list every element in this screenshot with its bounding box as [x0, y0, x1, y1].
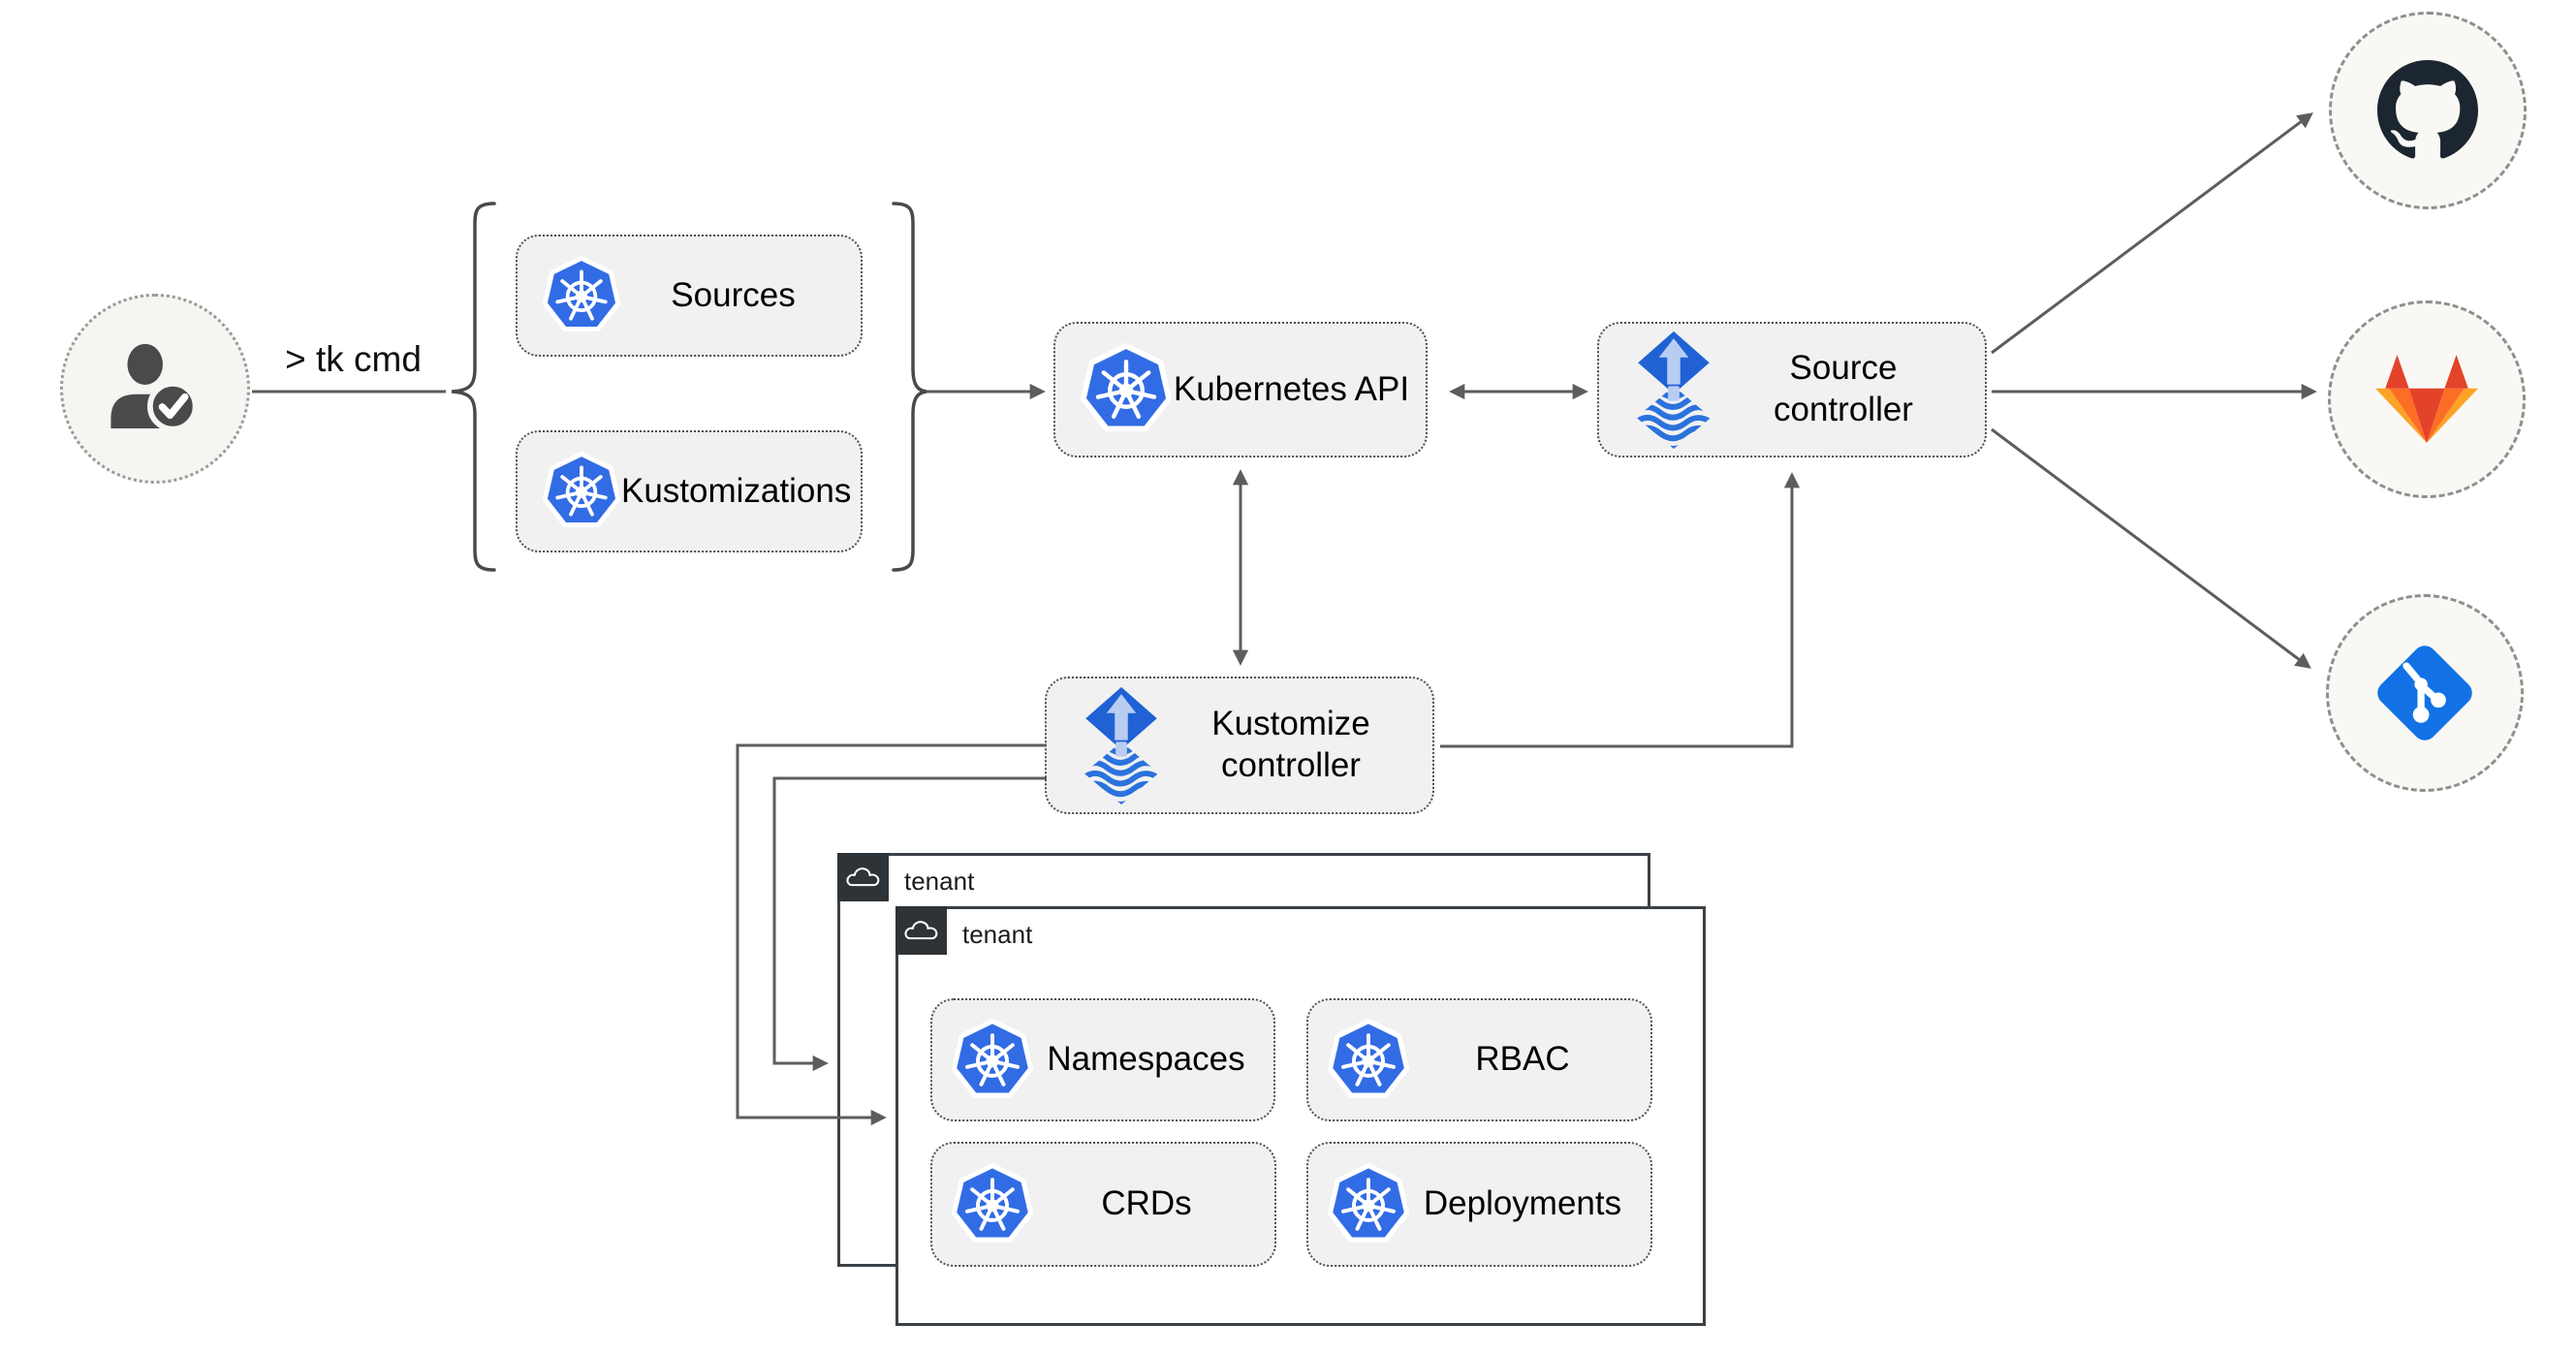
kustomizations-node: Kustomizations: [516, 430, 863, 552]
right-brace: [892, 202, 927, 572]
rbac-label: RBAC: [1475, 1040, 1570, 1079]
deployments-node: Deployments: [1306, 1142, 1652, 1267]
deployments-label: Deployments: [1423, 1184, 1622, 1223]
user-node: [60, 294, 250, 484]
sources-node: Sources: [516, 235, 863, 357]
user-check-icon: [100, 333, 210, 444]
sources-label: Sources: [671, 275, 796, 314]
tenant-tab: [895, 906, 947, 955]
kubernetes-icon: [1327, 1162, 1410, 1246]
kubernetes-icon: [951, 1018, 1034, 1102]
cloud-icon: [845, 864, 882, 891]
tenant-tab: [837, 853, 889, 901]
kubernetes-icon: [1080, 343, 1173, 436]
edge-kustomize-to-source-controller: [1440, 472, 1801, 748]
left-brace: [451, 202, 496, 572]
gitlab-icon: [2375, 352, 2478, 447]
kubernetes-icon: [542, 256, 621, 335]
crds-node: CRDs: [930, 1142, 1276, 1267]
kubernetes-icon: [542, 452, 621, 531]
git-node: [2326, 594, 2524, 792]
cloud-icon: [903, 917, 940, 944]
kustomize-controller-label: Kustomize controller: [1211, 705, 1370, 784]
gitlab-node: [2328, 300, 2526, 498]
kustomizations-label: Kustomizations: [621, 471, 852, 510]
cli-command-label: > tk cmd: [285, 339, 422, 379]
crds-label: CRDs: [1101, 1184, 1192, 1223]
kubernetes-icon: [951, 1162, 1034, 1246]
namespaces-node: Namespaces: [930, 998, 1275, 1121]
edge-source-to-github: [1991, 112, 2313, 355]
flux-icon: [1630, 331, 1717, 449]
kubernetes-api-label: Kubernetes API: [1173, 369, 1410, 408]
tenant-back-label: tenant: [904, 867, 975, 896]
edge-source-to-git: [1991, 427, 2311, 669]
kustomize-controller-node: Kustomize controller: [1045, 677, 1434, 814]
kubernetes-api-node: Kubernetes API: [1053, 322, 1428, 457]
github-node: [2329, 12, 2527, 209]
github-icon: [2377, 60, 2478, 161]
rbac-node: RBAC: [1306, 998, 1652, 1121]
git-icon: [2371, 639, 2479, 747]
kubernetes-icon: [1327, 1018, 1410, 1102]
tenant-front-label: tenant: [962, 920, 1033, 949]
flux-icon: [1078, 686, 1165, 804]
source-controller-label: Source controller: [1774, 349, 1913, 428]
namespaces-label: Namespaces: [1047, 1040, 1245, 1079]
source-controller-node: Source controller: [1597, 322, 1987, 457]
